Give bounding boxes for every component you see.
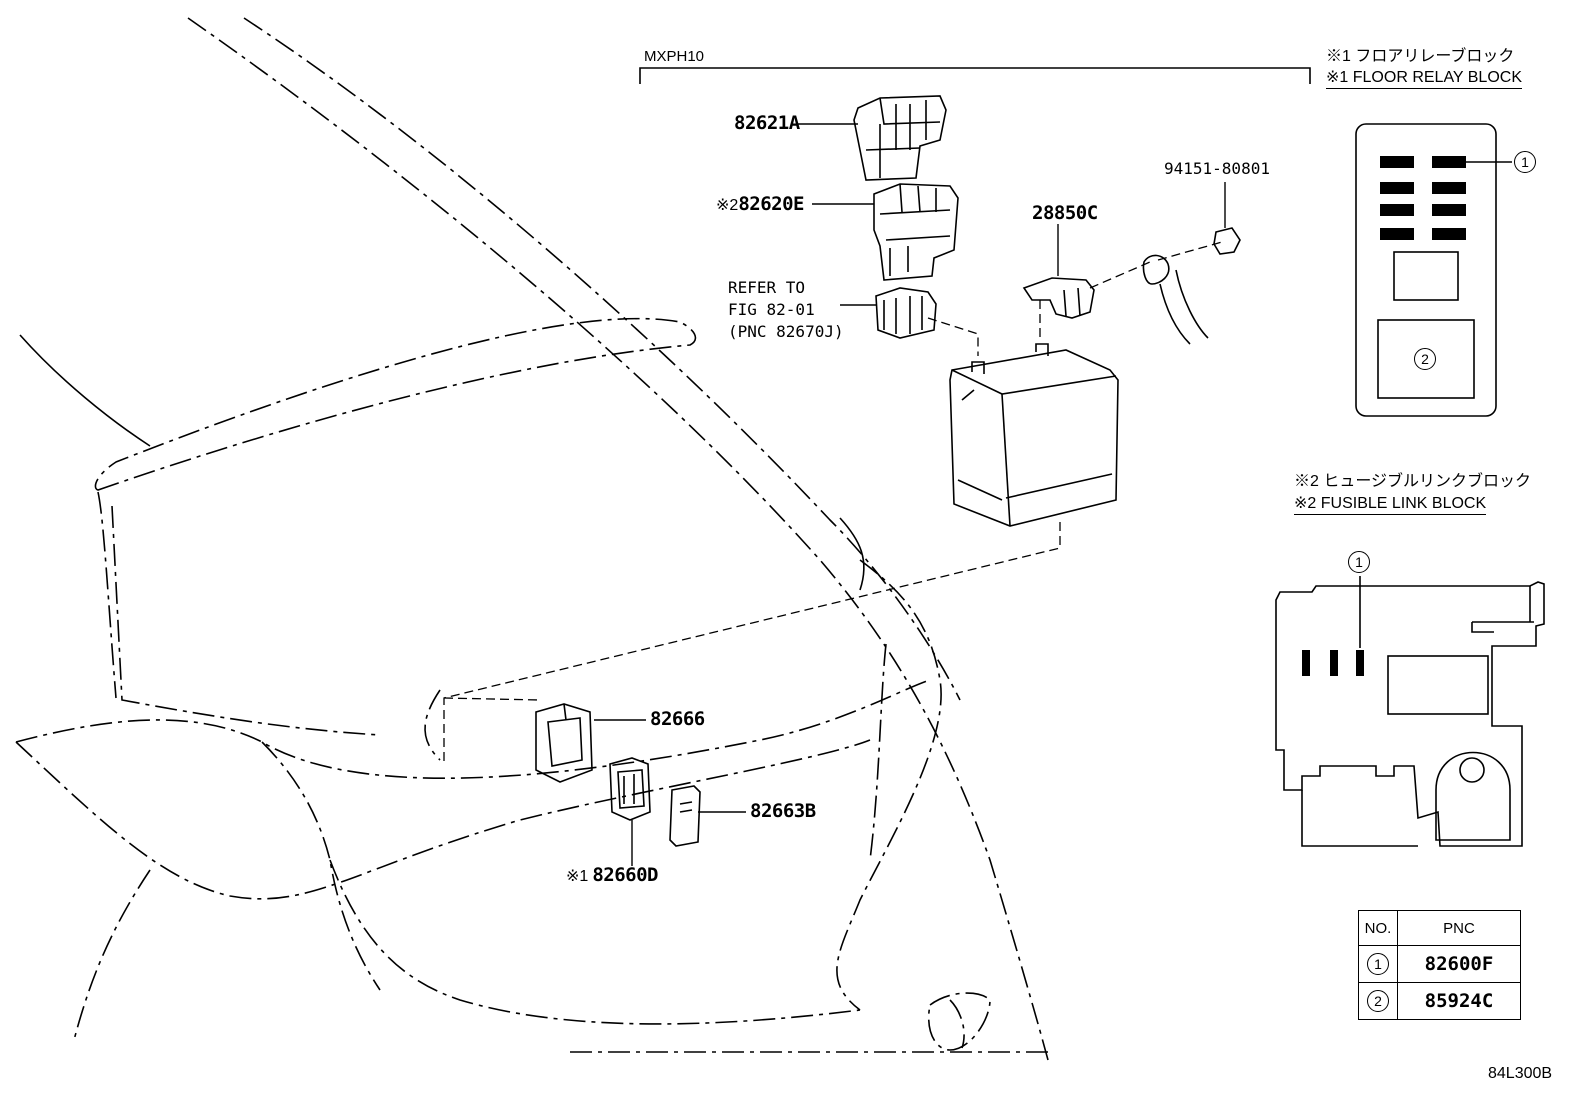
note1-japanese: ※1 フロアリレーブロック bbox=[1326, 48, 1515, 65]
row-pnc-cell[interactable]: 85924C bbox=[1397, 982, 1521, 1020]
figure-code: 84L300B bbox=[1488, 1065, 1553, 1082]
callout-82621A[interactable]: 82621A bbox=[734, 112, 800, 134]
fusible-link-block-inset bbox=[1275, 576, 1545, 847]
note2-english: ※2 FUSIBLE LINK BLOCK bbox=[1294, 496, 1487, 515]
part-82666-drawing bbox=[535, 703, 593, 783]
note-mark-2: ※2 bbox=[716, 197, 739, 214]
refer-line-1: REFER TO bbox=[728, 278, 806, 297]
table-row: 1 82600F bbox=[1358, 945, 1521, 983]
callout-82660D-number: 82660D bbox=[592, 864, 658, 886]
battery-drawing bbox=[949, 343, 1119, 527]
leader-lines bbox=[594, 123, 1226, 866]
note2-japanese: ※2 ヒュージブルリンクブロック bbox=[1294, 473, 1532, 490]
car-body-outline bbox=[15, 17, 1050, 1061]
note1-marker-1: 1 bbox=[1514, 151, 1536, 173]
part-28850C-drawing bbox=[1022, 277, 1095, 319]
callout-82663B[interactable]: 82663B bbox=[750, 800, 816, 822]
relay-slots bbox=[1380, 156, 1466, 240]
note-mark-1: ※1 bbox=[566, 868, 589, 885]
note2-marker-1: 1 bbox=[1348, 551, 1370, 573]
row-no-cell: 1 bbox=[1358, 945, 1398, 983]
pnc-table: NO. PNC 1 82600F 2 85924C bbox=[1358, 910, 1521, 1020]
part-82621A-drawing bbox=[853, 95, 947, 181]
part-82660D-drawing bbox=[609, 757, 651, 821]
assembly-lines bbox=[443, 241, 1223, 766]
callout-28850C[interactable]: 28850C bbox=[1032, 202, 1098, 224]
refer-line-2[interactable]: FIG 82-01 bbox=[728, 300, 815, 319]
note1-marker-2: 2 bbox=[1414, 348, 1436, 370]
part-82670J-drawing bbox=[875, 287, 937, 339]
callout-82666[interactable]: 82666 bbox=[650, 708, 705, 730]
fuse-slots bbox=[1302, 650, 1364, 676]
row-pnc-cell[interactable]: 82600F bbox=[1397, 945, 1521, 983]
row-no-cell: 2 bbox=[1358, 982, 1398, 1020]
part-82663B-drawing bbox=[669, 785, 701, 847]
callout-82620E-number: 82620E bbox=[738, 193, 804, 215]
floor-relay-block-inset bbox=[1355, 123, 1512, 417]
model-bracket bbox=[639, 67, 1311, 84]
callout-94151-80801[interactable]: 94151-80801 bbox=[1164, 159, 1270, 178]
model-code: MXPH10 bbox=[644, 48, 705, 65]
pnc-table-header: NO. PNC bbox=[1358, 910, 1521, 946]
part-94151-80801-drawing bbox=[1213, 227, 1241, 255]
part-82620E-drawing bbox=[873, 183, 959, 281]
table-row: 2 85924C bbox=[1358, 982, 1521, 1020]
note1-english: ※1 FLOOR RELAY BLOCK bbox=[1326, 70, 1522, 89]
callout-82620E[interactable]: ※282620E bbox=[716, 195, 804, 214]
header-pnc: PNC bbox=[1397, 910, 1521, 946]
battery-cable-drawing bbox=[1142, 254, 1209, 345]
header-no: NO. bbox=[1358, 910, 1398, 946]
window-frame bbox=[19, 334, 865, 591]
refer-line-3: (PNC 82670J) bbox=[728, 322, 844, 341]
